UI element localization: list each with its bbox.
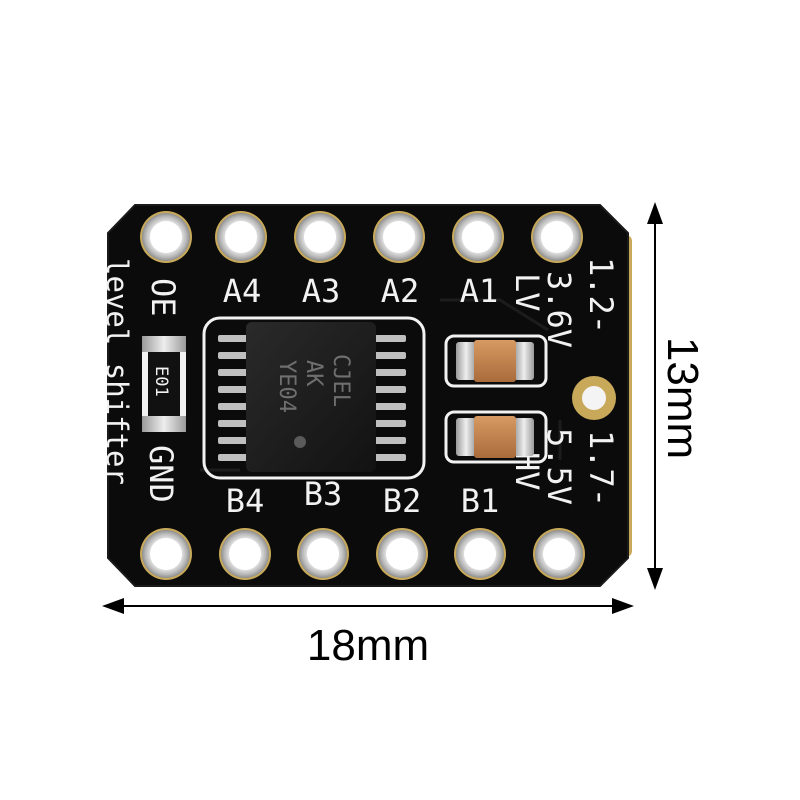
label-gnd: GND (142, 445, 180, 503)
top-pin-labels: A4 A3 A2 A1 (223, 272, 499, 310)
label-a1: A1 (460, 272, 499, 310)
height-dimension: 13mm (647, 202, 707, 590)
pad-gnd (140, 528, 192, 580)
ic-chip: YE04 AK CJEL (202, 316, 426, 480)
width-label: 18mm (307, 621, 429, 670)
pad-a2 (373, 211, 425, 263)
pad-b4 (219, 528, 271, 580)
capacitor-bottom (444, 410, 548, 464)
label-b2: B2 (383, 482, 422, 520)
pad-b3 (297, 528, 349, 580)
pad-a1 (452, 211, 504, 263)
label-a2: A2 (381, 272, 420, 310)
label-b4: B4 (226, 482, 265, 520)
pad-b2 (376, 528, 428, 580)
resistor: E01 (142, 336, 186, 432)
capacitor-top (444, 334, 548, 388)
chip-left-leads (218, 335, 252, 461)
chip-marking-2: AK (301, 360, 326, 387)
chip-right-leads (372, 335, 406, 461)
pad-a3 (294, 211, 346, 263)
arrow-left-icon (102, 598, 124, 614)
pad-oe (140, 211, 192, 263)
label-a3: A3 (302, 272, 341, 310)
arrow-down-icon (647, 568, 663, 590)
resistor-code: E01 (151, 366, 171, 397)
width-dimension: 18mm (102, 598, 634, 670)
arrow-right-icon (612, 598, 634, 614)
pad-lv (531, 211, 583, 263)
pad-hv (533, 528, 585, 580)
label-range-top: 1.2- (582, 257, 620, 334)
label-b3: B3 (304, 475, 343, 513)
top-pad-row (140, 211, 583, 263)
label-hv: HV (508, 452, 546, 491)
height-label: 13mm (658, 337, 707, 459)
label-level-shifter: level shifter (100, 258, 134, 485)
label-lv: LV (508, 273, 546, 312)
label-a4: A4 (223, 272, 262, 310)
bottom-pad-row (140, 528, 585, 580)
label-range-bottom: 1.7- (582, 430, 620, 507)
pad-b1 (454, 528, 506, 580)
label-b1: B1 (461, 482, 500, 520)
arrow-up-icon (647, 202, 663, 224)
chip-marking-3: CJEL (328, 354, 353, 407)
bottom-pin-labels: B4 B3 B2 B1 (226, 475, 500, 520)
chip-marking-1: YE04 (274, 360, 299, 413)
pad-a4 (215, 211, 267, 263)
mounting-hole (572, 376, 616, 420)
label-3v6: 3.6V (540, 271, 578, 348)
label-oe: OE (144, 278, 182, 317)
ti-logo-icon (294, 436, 306, 448)
